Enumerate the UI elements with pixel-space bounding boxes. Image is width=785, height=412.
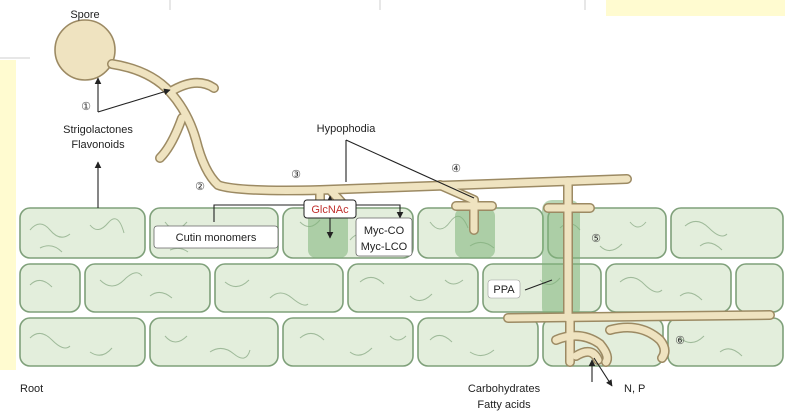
signal-zone	[542, 200, 580, 318]
label-root: Root	[20, 383, 43, 395]
label-ppa: PPA	[493, 284, 515, 296]
label-strigolactones: Strigolactones	[63, 124, 133, 136]
label-myc-lco: Myc-LCO	[361, 241, 408, 253]
label-flavonoids: Flavonoids	[71, 139, 125, 151]
step-3: ③	[291, 169, 301, 181]
root-cell	[85, 264, 210, 312]
root-cell	[348, 264, 478, 312]
label-myc-co: Myc-CO	[364, 225, 405, 237]
root-cell	[418, 318, 538, 366]
root-cell	[215, 264, 343, 312]
label-carbohydrates: Carbohydrates	[468, 383, 541, 395]
label-n-p: N, P	[624, 383, 645, 395]
root-cell	[668, 318, 783, 366]
spore-body	[55, 20, 115, 80]
root-cell	[150, 318, 278, 366]
step-2: ②	[195, 181, 205, 193]
root-cell	[20, 318, 145, 366]
label-glcnac: GlcNAc	[311, 204, 349, 216]
root-cell	[20, 264, 80, 312]
root-cell	[283, 318, 413, 366]
label-cutin-monomers: Cutin monomers	[176, 232, 257, 244]
root-cell	[20, 208, 145, 258]
root-cell	[606, 264, 731, 312]
step-5: ⑤	[591, 233, 601, 245]
label-fatty-acids: Fatty acids	[477, 399, 531, 411]
arrow	[98, 90, 170, 112]
root-cell	[671, 208, 783, 258]
label-spore: Spore	[70, 9, 99, 21]
step-1: ①	[81, 101, 91, 113]
step-4: ④	[451, 163, 461, 175]
root-cell	[736, 264, 783, 312]
label-hypophodia: Hypophodia	[317, 123, 377, 135]
step-6: ⑥	[675, 335, 685, 347]
